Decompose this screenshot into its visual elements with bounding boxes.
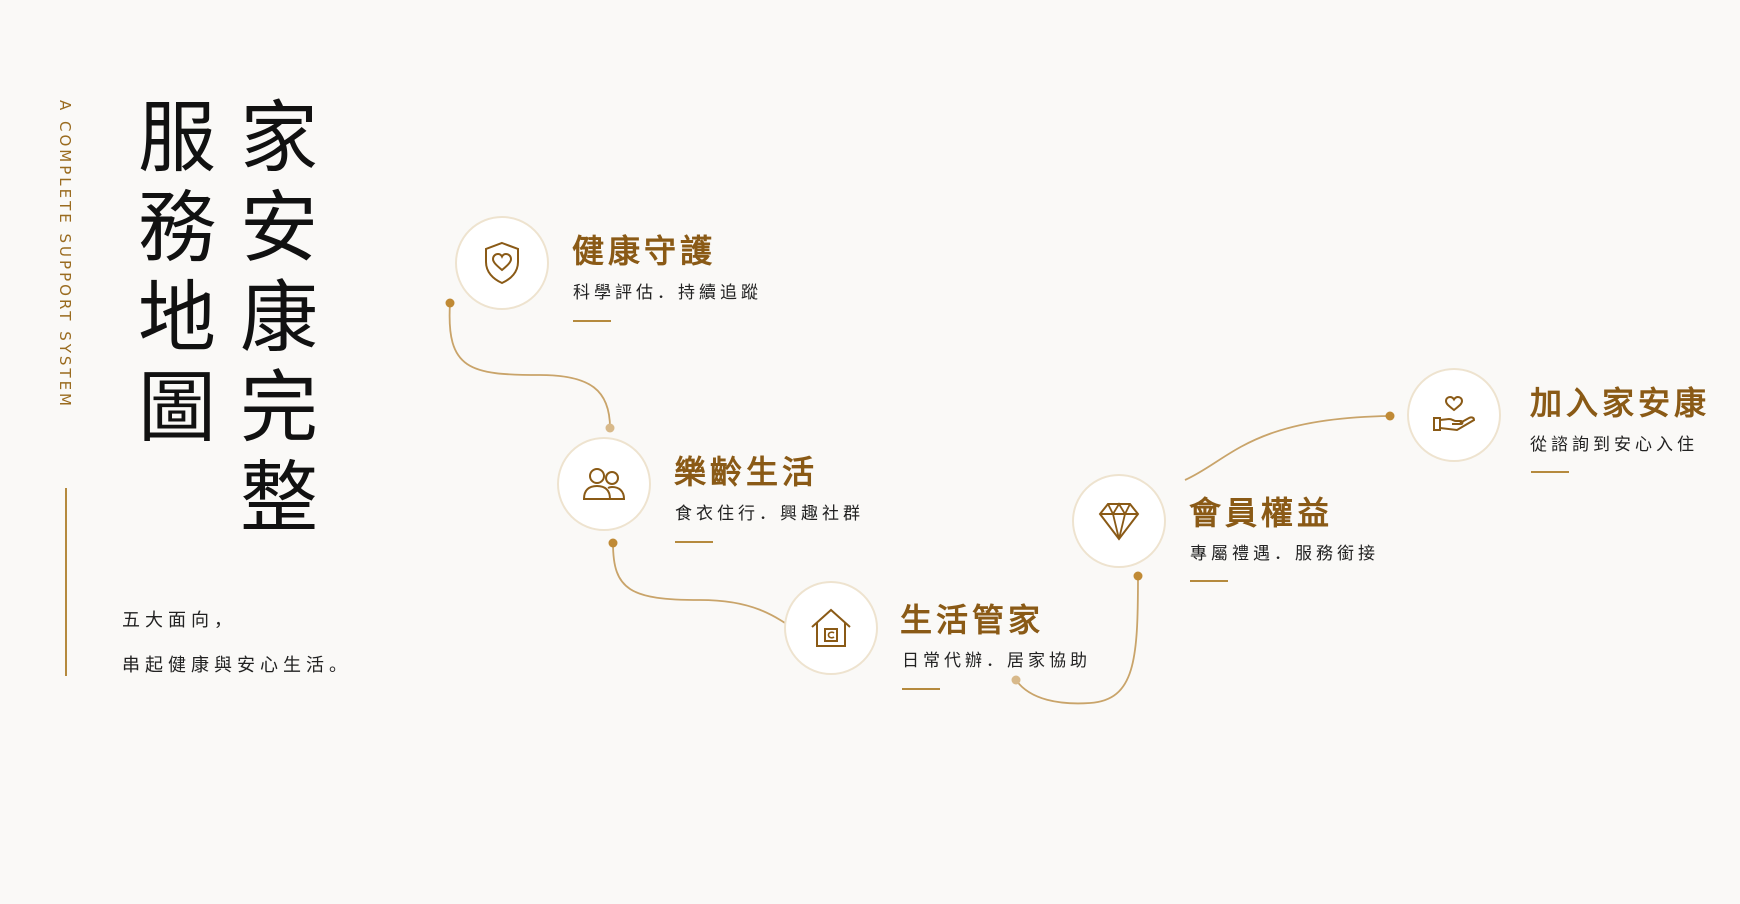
step-subtitle: 從諮詢到安心入住 (1530, 435, 1698, 455)
step-rule (902, 688, 940, 690)
path-dot (1133, 571, 1143, 581)
step-butler-node (784, 581, 878, 675)
tagline-line-1: 五大面向， (122, 610, 237, 631)
step-rule (1190, 580, 1228, 582)
step-title: 樂齡生活 (674, 453, 819, 491)
step-title: 健康守護 (572, 232, 717, 270)
step-subtitle: 日常代辦．居家協助 (902, 651, 1091, 671)
step-rule (573, 320, 611, 322)
step-title: 生活管家 (900, 601, 1045, 639)
house-icon (811, 608, 851, 647)
path-dot (445, 298, 455, 308)
path-dot (605, 423, 615, 433)
title-line-1: 家安康完整 (227, 96, 317, 546)
step-health-node (455, 216, 549, 310)
tagline-line-2: 串起健康與安心生活。 (122, 655, 352, 676)
path-dot (1385, 411, 1395, 421)
people-icon (582, 468, 626, 500)
diamond-icon (1098, 502, 1140, 541)
hand-heart-icon (1433, 395, 1476, 432)
side-divider (65, 488, 67, 676)
step-member-node (1072, 474, 1166, 568)
step-join-node (1407, 368, 1501, 462)
step-subtitle: 專屬禮遇．服務銜接 (1190, 544, 1379, 564)
step-title: 會員權益 (1189, 494, 1334, 532)
shield-heart-icon (485, 241, 519, 285)
side-label: A COMPLETE SUPPORT SYSTEM (56, 100, 74, 409)
title-line-2: 服務地圖 (125, 96, 215, 456)
step-rule (1531, 471, 1569, 473)
step-title: 加入家安康 (1530, 384, 1711, 422)
step-rule (675, 541, 713, 543)
step-subtitle: 科學評估．持續追蹤 (573, 283, 762, 303)
step-subtitle: 食衣住行．興趣社群 (675, 504, 864, 524)
path-dot (1011, 675, 1021, 685)
path-dot (608, 538, 618, 548)
step-senior-life-node (557, 437, 651, 531)
